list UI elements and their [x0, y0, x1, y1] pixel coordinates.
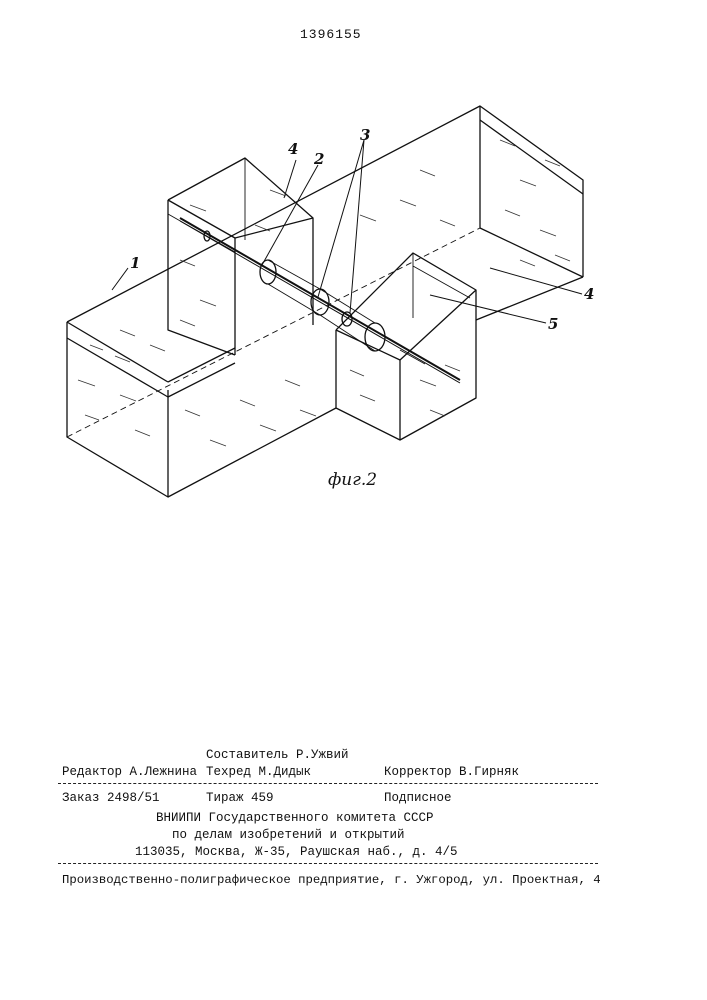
divider-top: [58, 783, 598, 784]
subscription: Подписное: [384, 791, 452, 805]
label-2: 2: [314, 150, 324, 168]
label-1: 1: [130, 254, 140, 272]
water-hatching: [78, 140, 570, 446]
org-line-2: по делам изобретений и открытий: [172, 828, 405, 842]
compiler: Составитель Р.Ужвий: [206, 748, 349, 762]
order-number: Заказ 2498/51: [62, 791, 160, 805]
figure-2-drawing: [0, 0, 707, 520]
right-chamber: [336, 253, 476, 440]
figure-caption: фиг.2: [328, 470, 377, 490]
editor: Редактор А.Лежнина: [62, 765, 197, 779]
circulation: Тираж 459: [206, 791, 274, 805]
corrector: Корректор В.Гирняк: [384, 765, 519, 779]
label-3: 3: [360, 126, 370, 144]
label-4-right: 4: [584, 285, 594, 303]
divider-bottom: [58, 863, 598, 864]
org-line-1: ВНИИПИ Государственного комитета СССР: [156, 811, 434, 825]
org-address: 113035, Москва, Ж-35, Раушская наб., д. …: [135, 845, 458, 859]
printer: Производственно-полиграфическое предприя…: [62, 873, 601, 887]
tech-editor: Техред М.Дидык: [206, 765, 311, 779]
label-5: 5: [548, 315, 558, 333]
label-4-left: 4: [288, 140, 298, 158]
